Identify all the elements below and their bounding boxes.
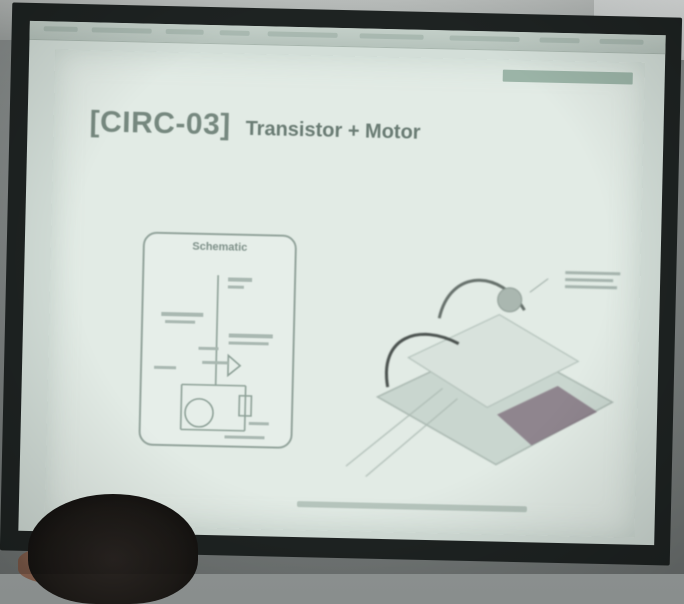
transistor-symbol <box>228 355 240 375</box>
schematic-label <box>165 320 195 324</box>
toolbar-item <box>220 28 250 40</box>
toolbar-item <box>449 33 519 46</box>
toolbar-item <box>92 25 152 37</box>
schematic-label <box>198 347 218 350</box>
schematic-label <box>224 435 264 439</box>
toolbar-item <box>539 35 579 47</box>
schematic-wire <box>181 429 245 430</box>
presentation-slide: [CIRC-03] Transistor + Motor Schematic <box>44 49 645 537</box>
schematic-label <box>228 285 244 288</box>
schematic-label <box>249 422 269 425</box>
breadboard-annotation <box>565 285 617 289</box>
toolbar-item <box>599 37 643 49</box>
breadboard-annotation <box>565 271 620 275</box>
slide-caption <box>297 501 527 512</box>
schematic-label <box>154 366 176 369</box>
schematic-wire <box>216 275 218 385</box>
toolbar-item <box>268 29 338 42</box>
schematic-wire <box>216 385 246 386</box>
schematic-wire <box>181 384 182 429</box>
projected-screen: [CIRC-03] Transistor + Motor Schematic <box>18 21 665 545</box>
schematic-label <box>229 341 269 345</box>
motor-symbol <box>185 398 214 427</box>
audience-member-head <box>28 494 198 604</box>
breadboard-annotation <box>565 278 613 282</box>
annotation-pointer <box>530 278 548 292</box>
application-toolbar <box>29 21 665 54</box>
slide-title-code: [CIRC-03] <box>89 105 231 141</box>
schematic-drawing <box>140 234 295 447</box>
slide-header-tag <box>503 70 633 85</box>
schematic-label <box>202 361 228 365</box>
toolbar-item <box>44 24 78 36</box>
motor-illustration <box>497 288 522 313</box>
toolbar-item <box>166 27 204 39</box>
toolbar-item <box>359 31 423 43</box>
breadboard-illustration <box>346 226 622 482</box>
projector-screen-frame: [CIRC-03] Transistor + Motor Schematic <box>0 2 682 565</box>
schematic-label <box>161 312 203 317</box>
schematic-wire <box>182 384 216 385</box>
breadboard-drawing <box>346 226 622 482</box>
schematic-label <box>229 333 273 338</box>
schematic-diagram: Schematic <box>138 231 297 448</box>
schematic-wire <box>245 386 246 431</box>
slide-title-text: Transistor + Motor <box>245 118 420 144</box>
schematic-label <box>228 277 252 282</box>
slide-title: [CIRC-03] Transistor + Motor <box>89 102 421 147</box>
